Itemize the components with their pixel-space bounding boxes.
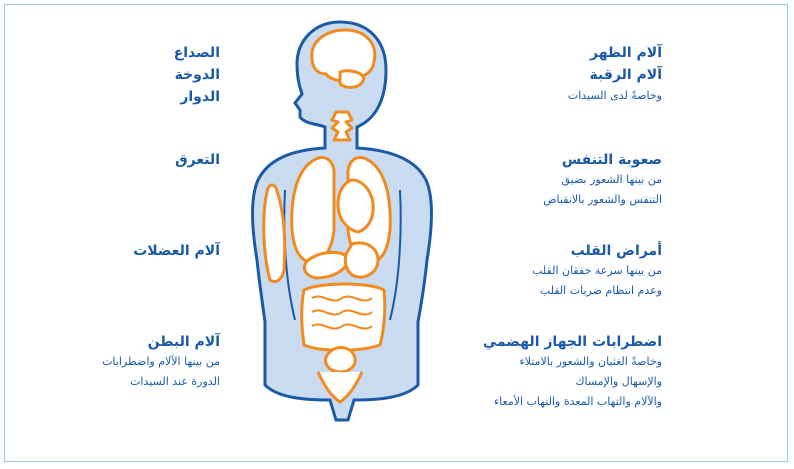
abdomen-line-2: الدورة عند السيدات xyxy=(20,372,220,392)
back-pain-title: آلام الظهر xyxy=(442,42,662,64)
headache-label: الصداع xyxy=(70,42,220,64)
digestive-line-3: والآلام والتهاب المعدة والتهاب الأمعاء xyxy=(402,392,662,412)
muscle-pain-label: آلام العضلات xyxy=(50,241,220,261)
sweating-label: التعرق xyxy=(70,150,220,170)
back-note: وخاصةً لدى السيدات xyxy=(442,86,662,106)
digestive-title: اضطرابات الجهاز الهضمي xyxy=(402,332,662,352)
head-symptoms: الصداع الدوخة الدوار xyxy=(70,42,220,108)
dizziness-label: الدوخة xyxy=(70,64,220,86)
back-section: آلام الظهر آلام الرقبة وخاصةً لدى السيدا… xyxy=(442,42,662,106)
digestive-line-2: والإسهال والإمساك xyxy=(402,372,662,392)
digestive-line-1: وخاصةً الغثيان والشعور بالامتلاء xyxy=(402,352,662,372)
abdomen-title: آلام البطن xyxy=(20,332,220,352)
heart-line-2: وعدم انتظام ضربات القلب xyxy=(442,281,662,301)
vertigo-label: الدوار xyxy=(70,86,220,108)
heart-line-1: من بينها سرعة خفقان القلب xyxy=(442,261,662,281)
digestive-section: اضطرابات الجهاز الهضمي وخاصةً الغثيان وا… xyxy=(402,332,662,412)
abdomen-section: آلام البطن من بينها الآلام واضطرابات الد… xyxy=(20,332,220,392)
breathing-title: صعوبة التنفس xyxy=(442,150,662,170)
bladder-organ xyxy=(325,348,355,373)
intestine-organ xyxy=(302,284,385,350)
heart-title: أمراض القلب xyxy=(442,241,662,261)
stomach-organ xyxy=(345,243,378,277)
breathing-line-2: التنفس والشعور بالانقباض xyxy=(442,190,662,210)
breathing-line-1: من بينها الشعور بضيق xyxy=(442,170,662,190)
breathing-section: صعوبة التنفس من بينها الشعور بضيق التنفس… xyxy=(442,150,662,210)
heart-section: أمراض القلب من بينها سرعة خفقان القلب وع… xyxy=(442,241,662,301)
throat-organ xyxy=(332,112,352,140)
heart-organ xyxy=(338,180,373,232)
abdomen-line-1: من بينها الآلام واضطرابات xyxy=(20,352,220,372)
neck-pain-title: آلام الرقبة xyxy=(442,64,662,86)
cerebellum-organ xyxy=(340,71,364,87)
